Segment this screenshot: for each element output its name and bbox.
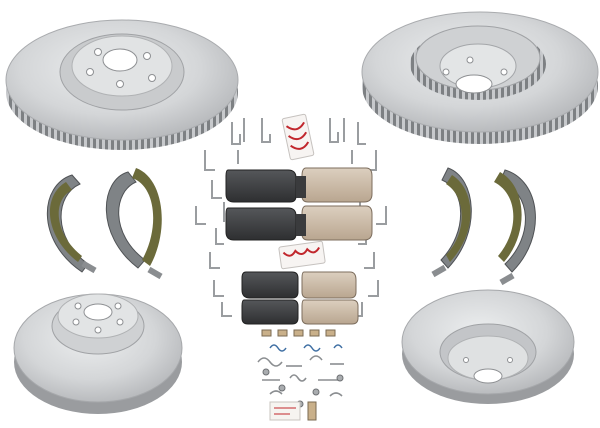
parking-brake-shoes-right — [431, 167, 536, 286]
pad-hardware-clips-left — [195, 118, 271, 317]
rear-rotor-left — [13, 293, 183, 414]
front-disc-pads — [225, 167, 373, 241]
front-rotor-left — [5, 19, 239, 150]
hardware-packet-middle — [278, 240, 326, 270]
front-rotor-right — [361, 11, 599, 144]
parking-brake-shoes-left — [46, 168, 163, 280]
rear-shoe-hardware-kit — [257, 329, 344, 421]
hardware-packet-top — [281, 113, 315, 161]
rear-disc-pads — [241, 271, 359, 325]
rear-rotor-right — [401, 289, 575, 404]
